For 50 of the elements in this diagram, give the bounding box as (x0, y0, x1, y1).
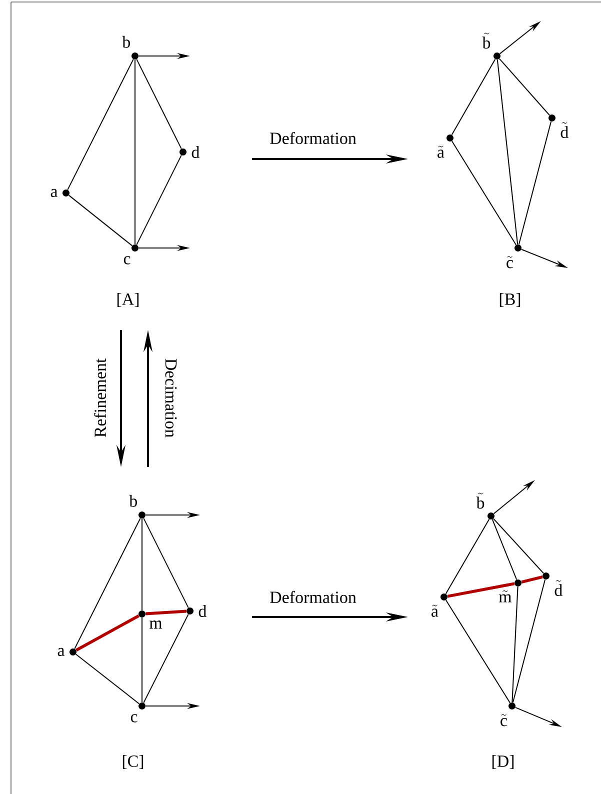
node-label: $\tilde{\mathrm{a}}$ (438, 146, 444, 158)
mesh-edge (445, 600, 511, 704)
mesh-edge (493, 518, 544, 574)
node-label: $\tilde{\mathrm{c}}$ (506, 256, 513, 268)
node-label: $\tilde{\mathrm{b}}$ (476, 492, 484, 509)
node-label: $\mathrm{d}$ (192, 146, 200, 158)
arrow-label: Deformation (270, 590, 356, 604)
mesh-edge (74, 518, 141, 650)
split-edge (146, 610, 186, 616)
node-label: $\mathrm{c}$ (124, 256, 130, 264)
node-label: $\mathrm{b}$ (122, 36, 130, 48)
mesh-edge (512, 579, 546, 703)
split-edge (76, 614, 140, 652)
mesh-edge (518, 121, 552, 245)
mesh-edge (492, 518, 518, 580)
node-label: $\tilde{\mathrm{b}}$ (482, 32, 490, 49)
split-edge (447, 582, 515, 598)
panel-caption: [C] (122, 754, 144, 770)
mesh-edge (451, 58, 496, 136)
node-label: $\mathrm{m}$ (149, 620, 162, 629)
mesh-edge (496, 59, 518, 245)
mesh-edge (68, 194, 133, 246)
node-label: $\tilde{\mathrm{m}}$ (498, 590, 512, 602)
panel-caption: [D] (492, 754, 514, 770)
mesh-edge (67, 58, 134, 190)
mesh-edge (143, 518, 189, 608)
node-label: $\mathrm{a}$ (58, 648, 65, 656)
node-label: $\tilde{\mathrm{a}}$ (432, 604, 438, 617)
node-label: $\mathrm{b}$ (129, 494, 138, 507)
mesh-edge (143, 614, 189, 704)
node-label: $\tilde{\mathrm{d}}$ (554, 580, 562, 596)
mesh-edge (445, 518, 490, 594)
mesh-edge (451, 140, 517, 246)
mesh-edge (136, 58, 182, 150)
mesh-edge (75, 654, 140, 704)
mesh-edge (136, 154, 182, 246)
arrow-label: Decimation (165, 358, 177, 438)
arrow-label: Deformation (270, 132, 356, 144)
mesh-edge (134, 59, 136, 245)
node-label: $\mathrm{d}$ (198, 605, 207, 617)
node-label: $\mathrm{a}$ (50, 188, 58, 198)
split-edge (521, 575, 543, 584)
mesh-edge (498, 58, 550, 116)
node-label: $\mathrm{c}$ (130, 714, 138, 722)
node-label: $\tilde{\mathrm{c}}$ (500, 714, 507, 726)
arrow-label: Refinement (94, 358, 106, 438)
panel-caption: [A] (117, 292, 139, 308)
node-label: $\tilde{\mathrm{d}}$ (560, 122, 568, 138)
mesh-edge (512, 586, 518, 703)
panel-caption: [B] (500, 292, 520, 308)
